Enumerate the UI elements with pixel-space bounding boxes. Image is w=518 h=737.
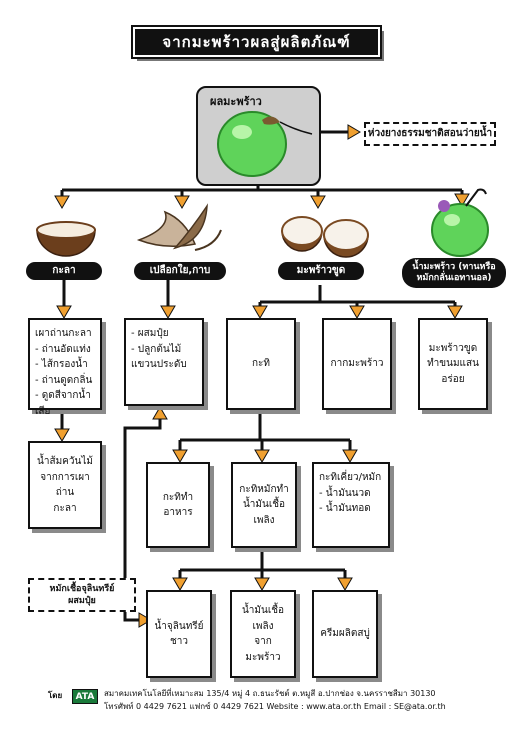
ata-logo: ATA (72, 689, 98, 704)
coconut-shell-icon (36, 221, 96, 257)
coconut-milk-box: กะทิ (226, 318, 296, 410)
category-husk-fiber: เปลือกใย,กาบ (134, 262, 226, 280)
fiber-uses-box: ผสมปุ๋ย ปลูกต้นไม้ แขวนประดับ (124, 318, 204, 406)
boiled-oil-list: น้ำมันนวด น้ำมันทอด (319, 486, 383, 517)
footer-contact: โทรศัพท์ 0 4429 7621 แฟกซ์ 0 4429 7621 W… (104, 702, 446, 711)
coconut-residue-box: กากมะพร้าว (322, 318, 392, 410)
shell-uses-heading: เผาถ่านกะลา (35, 328, 92, 339)
category-grated-coconut: มะพร้าวขูด (278, 262, 364, 280)
list-item: ผสมปุ๋ย (131, 326, 197, 342)
list-item: ไส้กรองน้ำ (35, 357, 95, 373)
coconut-biofuel-box: น้ำมันเชื้อเพลิง จากมะพร้าว (230, 590, 296, 678)
halved-coconut-icon (281, 216, 369, 258)
footer-by: โดย (48, 691, 63, 700)
list-item: น้ำมันทอด (319, 501, 383, 517)
soap-cream-box: ครีมผลิตสบู่ (312, 590, 378, 678)
note-microbial-fertilizer: หมักเชื้อจุลินทรีย์ ผสมปุ๋ย (28, 578, 136, 612)
list-item: ปลูกต้นไม้ แขวนประดับ (131, 342, 197, 373)
list-item: ถ่านดูดกลิ่น (35, 373, 95, 389)
fiber-uses-list: ผสมปุ๋ย ปลูกต้นไม้ แขวนประดับ (131, 326, 197, 373)
list-item: น้ำมันนวด (319, 486, 383, 502)
category-coconut-water: น้ำมะพร้าว (ทานหรือ หมักกลั่นเอทานอล) (402, 258, 506, 288)
boiled-coconut-milk-box: กะทิเคี่ยว/หมัก น้ำมันนวด น้ำมันทอด (312, 462, 390, 548)
coconut-drink-icon (431, 188, 489, 257)
page-title: จากมะพร้าวผลสู่ผลิตภัณฑ์ (131, 25, 382, 59)
shell-uses-box: เผาถ่านกะลา ถ่านอัดแท่ง ไส้กรองน้ำ ถ่านด… (28, 318, 102, 417)
category-shell: กะลา (26, 262, 102, 280)
footer-address: สมาคมเทคโนโลยีที่เหมาะสม 135/4 หมู่ 4 ถ.… (104, 689, 436, 698)
list-item: ถ่านอัดแท่ง (35, 342, 95, 358)
fruit-label: ผลมะพร้าว (210, 95, 262, 108)
list-item: ดูดสีจากน้ำเสีย (35, 388, 95, 419)
fuel-coconut-milk-box: กะทิหมักทำ น้ำมันเชื้อเพลิง (231, 462, 297, 548)
coconut-dessert-box: มะพร้าวขูด ทำขนมแสน อร่อย (418, 318, 488, 410)
boiled-heading: กะทิเคี่ยว/หมัก (319, 472, 382, 483)
green-coconut-icon (217, 111, 313, 177)
wood-vinegar-box: น้ำส้มควันไม้ จากการเผาถ่าน กะลา (28, 441, 102, 529)
cooking-coconut-milk-box: กะทิทำอาหาร (146, 462, 210, 548)
shell-uses-list: ถ่านอัดแท่ง ไส้กรองน้ำ ถ่านดูดกลิ่น ดูดส… (35, 342, 95, 420)
note-natural-rubber-float: ห่วงยางธรรมชาติสอนว่ายน้ำ (364, 122, 496, 146)
microbial-water-box: น้ำจุลินทรีย์ชาว (146, 590, 212, 678)
coconut-husk-icon (136, 203, 222, 251)
